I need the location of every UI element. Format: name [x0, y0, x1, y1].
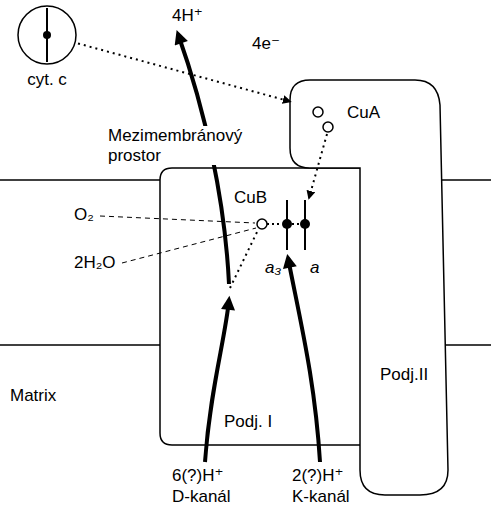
membrane-line [0, 179, 160, 181]
proton-count: 2(?)H⁺ [290, 466, 345, 486]
heme-label: a [308, 258, 321, 278]
membrane-line [0, 344, 160, 346]
channel-label: K-kanál [290, 487, 352, 507]
substrate-label: O₂ [72, 205, 96, 225]
subunit-shape: Podj.II [290, 80, 450, 495]
node-text: cyt. c [25, 70, 69, 90]
subunit-shape-path [160, 168, 378, 445]
subunit-shape-outline [160, 168, 378, 445]
product-label: 2H₂O [72, 253, 118, 273]
subunit-shape-outline [290, 80, 450, 495]
subunit-shape-path [290, 80, 448, 495]
channel-label: D-kanál [170, 487, 233, 507]
cytochrome-circle: cyt. c [16, 4, 78, 66]
metal-center-label: CuB [232, 188, 269, 208]
heme-label: a₃ [263, 258, 283, 278]
cytochrome-outline [18, 6, 76, 64]
membrane-line [446, 344, 491, 346]
metal-center-label: CuA [345, 103, 382, 123]
subunit-shape: Podj. I [160, 168, 378, 445]
membrane-line [442, 179, 491, 181]
cytochrome-circle-outline [16, 4, 78, 66]
proton-count: 6(?)H⁺ [170, 466, 225, 486]
proton-count: 4H⁺ [170, 6, 205, 26]
node-text: Podj.II [378, 365, 430, 385]
node-text: Podj. I [222, 412, 274, 432]
compartment-label: Mezimembránový prostor [106, 126, 250, 165]
heme-iron [43, 31, 51, 39]
electron-count: 4e⁻ [250, 34, 282, 54]
compartment-label: Matrix [8, 386, 58, 406]
